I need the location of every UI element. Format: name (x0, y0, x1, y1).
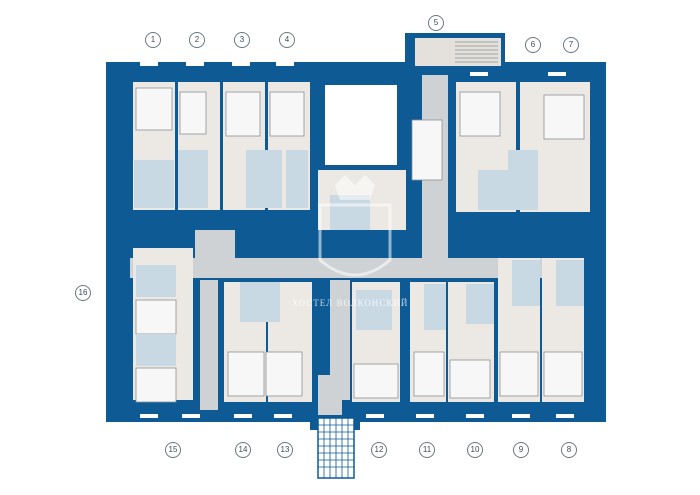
room-number-16: 16 (75, 285, 91, 301)
room-number-13: 13 (277, 442, 293, 458)
watermark-text: ХОСТЕЛ ВОЛКОНСКИЙ (291, 298, 409, 308)
courtyard (325, 85, 397, 165)
rooms-top-right (456, 82, 590, 212)
room-number-7: 7 (563, 37, 579, 53)
room-number-4: 4 (279, 32, 295, 48)
room-number-1: 1 (145, 32, 161, 48)
watermark-emblem (318, 175, 392, 277)
room-number-9: 9 (513, 442, 529, 458)
rooms-left (133, 248, 193, 403)
room-number-6: 6 (525, 37, 541, 53)
room-number-2: 2 (189, 32, 205, 48)
rooms-bottom (224, 258, 584, 402)
room-number-11: 11 (419, 442, 435, 458)
room-number-15: 15 (165, 442, 181, 458)
room-number-5: 5 (428, 15, 444, 31)
room-number-10: 10 (467, 442, 483, 458)
room-number-3: 3 (234, 32, 250, 48)
rooms-top-left (133, 82, 310, 210)
entrance-stairs (317, 417, 355, 479)
room-number-14: 14 (235, 442, 251, 458)
room-number-12: 12 (371, 442, 387, 458)
staircase-top (415, 38, 501, 66)
windows (140, 62, 574, 418)
room-number-8: 8 (561, 442, 577, 458)
